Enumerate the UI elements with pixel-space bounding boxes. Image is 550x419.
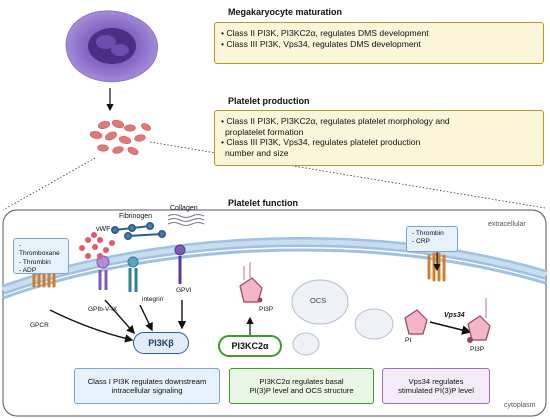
class-ii-info-line-2: PI(3)P level and OCS structure [249, 386, 354, 395]
class-iii-info-line-2: stimulated PI(3)P level [398, 386, 474, 395]
platelet-function-frame [2, 209, 547, 417]
cytoplasm-label: cytoplasm [504, 402, 536, 409]
maturation-line-2: • Class III PI3K, Vps34, regulates DMS d… [221, 38, 421, 49]
signaling-arrows [49, 299, 187, 343]
class-ii-info-line-1: PI3KC2α regulates basal [259, 376, 344, 386]
vwf-label: vWF [96, 226, 111, 233]
gpcr-label: GPCR [30, 322, 49, 329]
integrin-label: integrin [142, 296, 164, 303]
class-i-info-line-2: intracellular signaling [111, 386, 183, 395]
integrin-receptor [127, 256, 139, 292]
ocs-vesicles [291, 279, 394, 356]
left-agonist-box: - Thromboxane - Thrombin - ADP [13, 238, 69, 274]
maturation-heading: Megakaryocyte maturation [228, 7, 343, 17]
ocs-label: OCS [310, 296, 327, 305]
gpib-receptor [96, 255, 110, 290]
pi3p-right-label: PI3P [470, 346, 485, 353]
right-agonist-1: - Thrombin [412, 230, 444, 237]
production-heading: Platelet production [228, 96, 310, 106]
vps34-arrow [429, 321, 472, 335]
pi3kc2a-enzyme: PI3KC2α [218, 335, 282, 357]
class-i-info-line-1: Class I PI3K regulates downstream [87, 376, 207, 386]
gpvi-receptor [174, 244, 186, 284]
pi3kb-enzyme: PI3Kβ [133, 332, 189, 354]
fibrinogen-ligand [111, 222, 166, 240]
class-i-info-box: Class I PI3K regulates downstream intrac… [74, 368, 220, 404]
pi3p-middle [239, 262, 263, 303]
zoom-line-left [2, 157, 96, 211]
collagen-label: Collagen [170, 205, 198, 212]
left-agonist-1: - Thromboxane [19, 242, 60, 258]
production-box: • Class II PI3K, PI3KC2α, regulates plat… [214, 110, 544, 166]
maturation-box: • Class II PI3K, PI3KC2α, regulates DMS … [214, 22, 544, 64]
pi-label: PI [405, 337, 412, 344]
platelet-cluster [89, 119, 151, 156]
gpib-label: GPIb-V-IX [88, 306, 118, 313]
maturation-line-1: • Class II PI3K, PI3KC2α, regulates DMS … [221, 28, 429, 38]
pi-right [404, 309, 428, 335]
function-heading: Platelet function [228, 198, 299, 208]
megakaryocyte-cell [65, 10, 159, 83]
production-line-2: proplatelet formation [225, 126, 304, 137]
pi3p-right [467, 298, 491, 343]
vps34-label: Vps34 [444, 312, 465, 319]
class-iii-info-box: Vps34 regulates stimulated PI(3)P level [382, 368, 490, 404]
class-ii-info-box: PI3KC2α regulates basal PI(3)P level and… [229, 368, 374, 404]
left-agonist-2: - Thrombin [19, 258, 51, 266]
gpvi-label: GPVI [176, 287, 192, 294]
collagen-ligand [167, 214, 205, 226]
vwf-ligand [79, 232, 115, 259]
right-agonist-2: - CRP [412, 238, 430, 246]
right-agonist-box: - Thrombin - CRP [406, 226, 458, 252]
production-line-4: number and size [225, 147, 289, 158]
fibrinogen-label: Fibrinogen [119, 213, 153, 220]
class-iii-info-line-1: Vps34 regulates [408, 376, 464, 386]
extracellular-label: extracellular [488, 221, 526, 228]
production-line-3: • Class III PI3K, Vps34, regulates plate… [221, 137, 421, 147]
left-agonist-3: - ADP [19, 266, 37, 274]
production-line-1: • Class II PI3K, PI3KC2α, regulates plat… [221, 116, 450, 126]
pi3p-middle-label: PI3P [259, 306, 274, 313]
